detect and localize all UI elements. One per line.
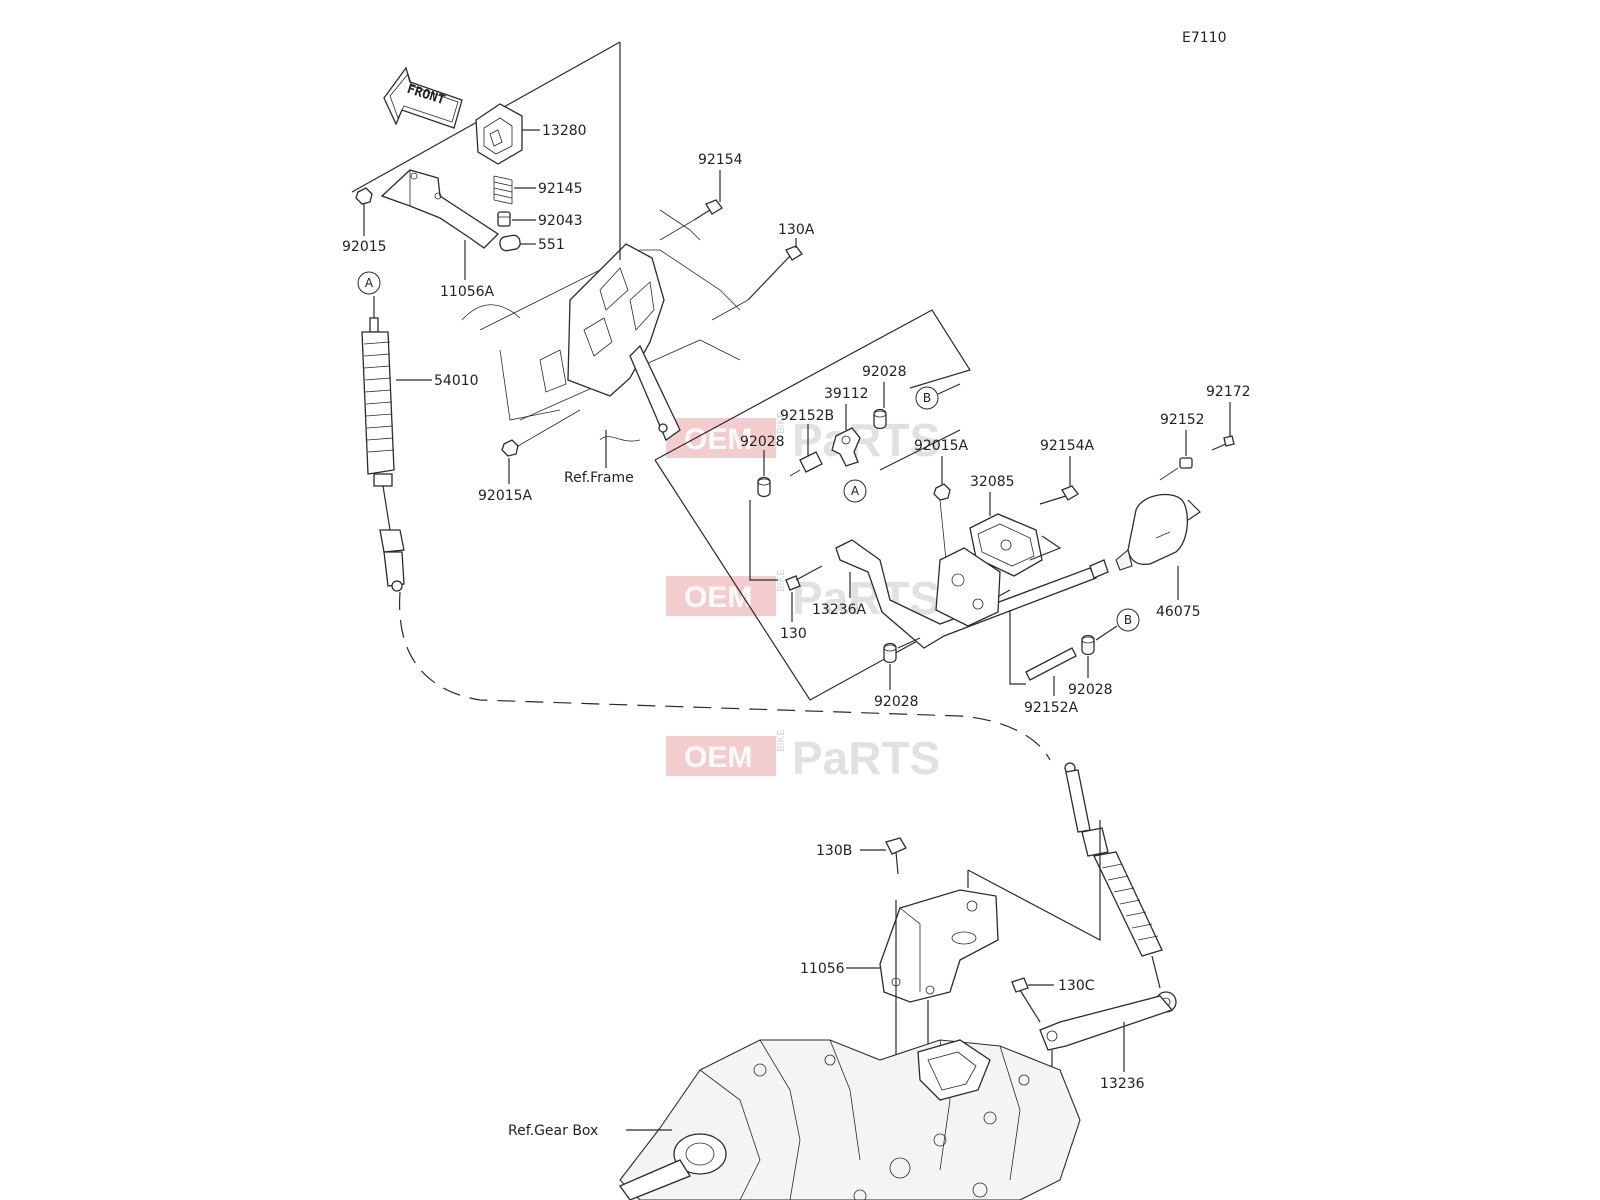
part-92043-pin <box>497 211 511 227</box>
part-92152-shape <box>1179 457 1193 469</box>
part-92028-left <box>757 476 771 498</box>
diagram-code: E7110 <box>1182 30 1226 46</box>
ref-gear-box-shape <box>619 1039 1081 1200</box>
callout-a-label: A <box>851 484 860 498</box>
label-ref-frame: Ref.Frame <box>564 470 634 486</box>
label-92015A-left: 92015A <box>478 488 533 504</box>
watermark-brand-left: OEM <box>684 741 752 774</box>
callout-a-top: A <box>357 271 381 295</box>
label-54010: 54010 <box>434 373 479 389</box>
label-92015A-right: 92015A <box>914 438 969 454</box>
label-39112: 39112 <box>824 386 869 402</box>
watermark-brand-right: PaRTS <box>792 732 940 784</box>
watermark-2: OEM BIKE PaRTS <box>666 569 940 624</box>
watermark-3: OEM BIKE PaRTS <box>666 729 940 784</box>
part-92015-nut <box>355 187 373 205</box>
part-551-shape <box>499 234 521 252</box>
label-92154: 92154 <box>698 152 743 168</box>
label-92043: 92043 <box>538 213 583 229</box>
callout-b-upper: B <box>915 386 939 410</box>
part-92028-right <box>1081 634 1095 656</box>
part-130A-bolt <box>711 245 803 321</box>
part-130B-bolt <box>885 837 907 875</box>
label-11056A: 11056A <box>440 284 495 300</box>
label-11056: 11056 <box>800 961 845 977</box>
label-13280: 13280 <box>542 123 587 139</box>
callout-a-label: A <box>365 276 374 290</box>
label-32085: 32085 <box>970 474 1015 490</box>
ref-frame-shape <box>461 209 741 442</box>
label-92028-right: 92028 <box>1068 682 1113 698</box>
part-92028-lower-center <box>883 642 897 664</box>
part-92015A-nut-right <box>933 483 951 501</box>
watermark-brand-mid: BIKE <box>776 729 787 752</box>
label-92152B: 92152B <box>780 408 834 424</box>
callout-b-label: B <box>1124 613 1132 627</box>
watermark-brand-mid: BIKE <box>776 411 787 434</box>
part-92152A-pin <box>1025 647 1077 681</box>
part-54010-cable <box>361 296 405 592</box>
callout-b-lower: B <box>1116 608 1140 632</box>
label-130C: 130C <box>1058 978 1095 994</box>
part-13236-arm <box>1039 995 1174 1051</box>
label-130A: 130A <box>778 222 815 238</box>
part-92154A-bolt <box>1039 485 1079 505</box>
label-92028-left: 92028 <box>740 434 785 450</box>
label-13236A: 13236A <box>812 602 867 618</box>
part-46075-knob <box>1115 493 1188 571</box>
part-92152B-shape <box>799 451 823 473</box>
label-130: 130 <box>780 626 807 642</box>
label-46075: 46075 <box>1156 604 1201 620</box>
part-92172-screw <box>1211 435 1235 451</box>
label-92172: 92172 <box>1206 384 1251 400</box>
part-130C-bolt <box>1011 977 1041 1023</box>
callout-b-label: B <box>923 391 931 405</box>
part-54010-cable-lower <box>1064 762 1177 1013</box>
label-130B: 130B <box>816 843 852 859</box>
part-130-bolt <box>785 565 823 591</box>
label-92028-lower: 92028 <box>874 694 919 710</box>
part-92015A-nut-left <box>501 409 581 457</box>
label-92028-upper: 92028 <box>862 364 907 380</box>
watermark-brand-left: OEM <box>684 423 752 456</box>
front-arrow-icon: FRONT <box>383 66 463 129</box>
label-92015: 92015 <box>342 239 387 255</box>
part-39112-shape <box>831 427 861 467</box>
label-92145: 92145 <box>538 181 583 197</box>
part-13280-shape <box>475 103 523 165</box>
label-92152: 92152 <box>1160 412 1205 428</box>
label-ref-gear-box: Ref.Gear Box <box>508 1123 598 1139</box>
part-92145-spring <box>493 175 513 205</box>
part-32085-shape <box>969 513 1043 577</box>
watermark-brand-mid: BIKE <box>776 569 787 592</box>
part-13236A-lever <box>835 539 1109 649</box>
watermark-brand-left: OEM <box>684 581 752 614</box>
part-11056A-cover <box>380 169 500 249</box>
label-92152A: 92152A <box>1024 700 1079 716</box>
label-13236: 13236 <box>1100 1076 1145 1092</box>
callout-a-lower: A <box>843 479 867 503</box>
label-92154A: 92154A <box>1040 438 1095 454</box>
part-92154-bolt <box>659 199 723 241</box>
part-11056-bracket <box>879 889 999 1003</box>
part-92028-upper <box>873 408 887 430</box>
label-551: 551 <box>538 237 565 253</box>
